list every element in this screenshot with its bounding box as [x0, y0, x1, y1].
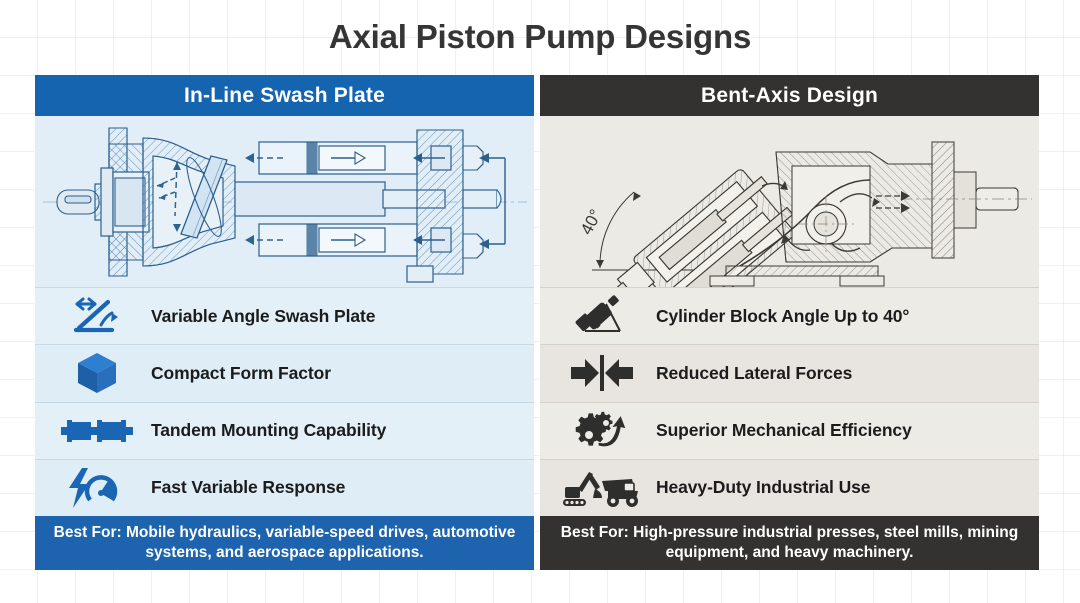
bent-axis-pump-cutaway-drawing: 40° [540, 116, 1039, 287]
in-line-swash-plate-cutaway-drawing [35, 116, 534, 287]
swash-plate-angle-icon [43, 293, 151, 339]
opposing-arrows-icon [548, 350, 656, 396]
feature-row: Compact Form Factor [35, 344, 534, 402]
angle-annotation: 40° [577, 206, 606, 238]
feature-row: Superior Mechanical Efficiency [540, 401, 1039, 459]
panel-bent-axis-design: Bent-Axis Design [540, 75, 1039, 570]
page-title: Axial Piston Pump Designs [328, 18, 752, 55]
feature-label: Variable Angle Swash Plate [151, 305, 376, 326]
feature-list-left: Variable Angle Swash Plate Compact Form … [35, 287, 534, 516]
gears-arrow-icon [548, 408, 656, 454]
feature-row: Fast Variable Response [35, 458, 534, 516]
angled-cylinder-protractor-icon [548, 293, 656, 339]
panel-header-left: In-Line Swash Plate [35, 75, 534, 116]
comparison-panels: In-Line Swash Plate [35, 75, 1045, 570]
footer-text: High-pressure industrial presses, steel … [628, 524, 1019, 561]
panel-header-right: Bent-Axis Design [540, 75, 1039, 116]
footer-prefix: Best For: [560, 524, 629, 542]
footer-text: Mobile hydraulics, variable-speed drives… [121, 524, 516, 561]
panel-footer-left: Best For: Mobile hydraulics, variable-sp… [35, 516, 534, 570]
feature-label: Heavy-Duty Industrial Use [656, 477, 871, 498]
feature-label: Cylinder Block Angle Up to 40° [656, 305, 910, 326]
cube-icon [43, 350, 151, 396]
feature-row: Variable Angle Swash Plate [35, 287, 534, 345]
feature-row: Heavy-Duty Industrial Use [540, 458, 1039, 516]
lightning-gauge-icon [43, 465, 151, 511]
panel-footer-right: Best For: High-pressure industrial press… [540, 516, 1039, 570]
feature-label: Compact Form Factor [151, 362, 331, 383]
feature-row: Tandem Mounting Capability [35, 401, 534, 459]
feature-label: Fast Variable Response [151, 477, 346, 498]
tandem-cylinders-icon [43, 408, 151, 454]
feature-label: Superior Mechanical Efficiency [656, 420, 912, 441]
panel-in-line-swash-plate: In-Line Swash Plate [35, 75, 534, 570]
feature-row: Reduced Lateral Forces [540, 344, 1039, 402]
feature-label: Tandem Mounting Capability [151, 420, 387, 441]
feature-list-right: Cylinder Block Angle Up to 40° Reduced L… [540, 287, 1039, 516]
feature-label: Reduced Lateral Forces [656, 362, 853, 383]
feature-row: Cylinder Block Angle Up to 40° [540, 287, 1039, 345]
footer-prefix: Best For: [53, 524, 122, 542]
excavator-dump-truck-icon [548, 465, 656, 511]
